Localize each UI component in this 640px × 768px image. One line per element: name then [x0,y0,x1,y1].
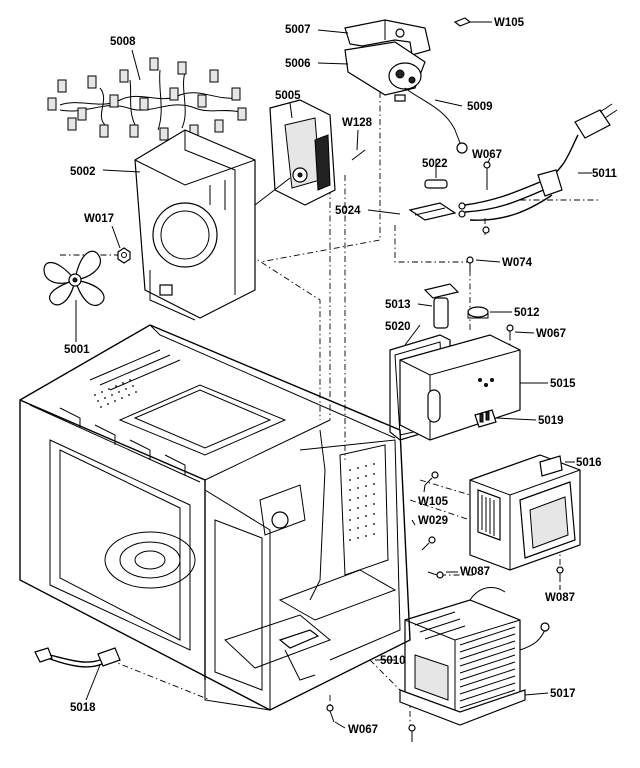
label-5019: 5019 [538,415,564,427]
label-5024: 5024 [335,205,361,217]
label-W074: W074 [502,257,533,269]
label-W029: W029 [418,515,448,527]
sensor-5013 [423,283,460,329]
capacitor-5006 [344,41,468,154]
label-5013: 5013 [385,299,411,311]
screw-W067-mid [506,324,514,340]
label-5010: 5010 [380,655,406,667]
label-W087-right: W087 [545,592,575,604]
vent-pattern [94,379,375,541]
label-W105-right: W105 [418,496,449,508]
label-W105-top: W105 [494,17,525,29]
label-5012: 5012 [514,307,540,319]
harness-5018 [34,647,121,668]
wire-harness-5008 [47,57,247,141]
label-W128: W128 [342,117,373,129]
screw-W074 [466,256,474,272]
label-5005: 5005 [275,90,301,102]
clip-5019 [474,409,497,428]
label-W067-top: W067 [472,149,502,161]
power-cord-5011 [458,103,618,234]
label-5016: 5016 [576,457,602,469]
fan-blade-5001 [43,250,105,306]
label-W067-mid: W067 [536,328,566,340]
transformer-5017 [399,587,550,726]
screw-W029 [421,536,436,551]
label-W067-bottom: W067 [348,724,378,736]
label-5018: 5018 [70,702,96,714]
screw-W087-right [556,566,564,582]
label-5011: 5011 [592,168,618,180]
interlock-5010 [278,629,320,681]
label-5002: 5002 [70,166,96,178]
screw-W067-bottom [326,704,416,742]
label-5017: 5017 [550,688,576,700]
screw-W087-left [427,571,444,579]
label-W017: W017 [84,213,114,225]
label-5008: 5008 [110,36,136,48]
label-5022: 5022 [422,158,448,170]
label-W087-left: W087 [460,566,490,578]
callout-labels: 5008 5007 W105 5006 5009 5005 W128 5002 … [64,17,618,736]
fan-motor-5005 [254,99,366,206]
label-5020: 5020 [385,321,411,333]
thermostat-5012 [467,306,489,319]
label-5007: 5007 [285,24,311,36]
label-5015: 5015 [550,378,576,390]
leader-lines [75,21,592,729]
label-5009: 5009 [467,101,493,113]
screw-W067-top [483,161,491,190]
assembly-lines [58,92,600,725]
fan-duct-5002 [134,129,256,321]
nut-W017 [117,247,131,264]
magnetron-5016 [469,454,581,571]
label-5001: 5001 [64,344,90,356]
screw-W105-right [424,471,439,486]
oven-chassis [19,324,411,711]
bracket-5007 [344,17,472,56]
label-5006: 5006 [285,58,311,70]
fuse-holder-5024 [408,202,457,221]
